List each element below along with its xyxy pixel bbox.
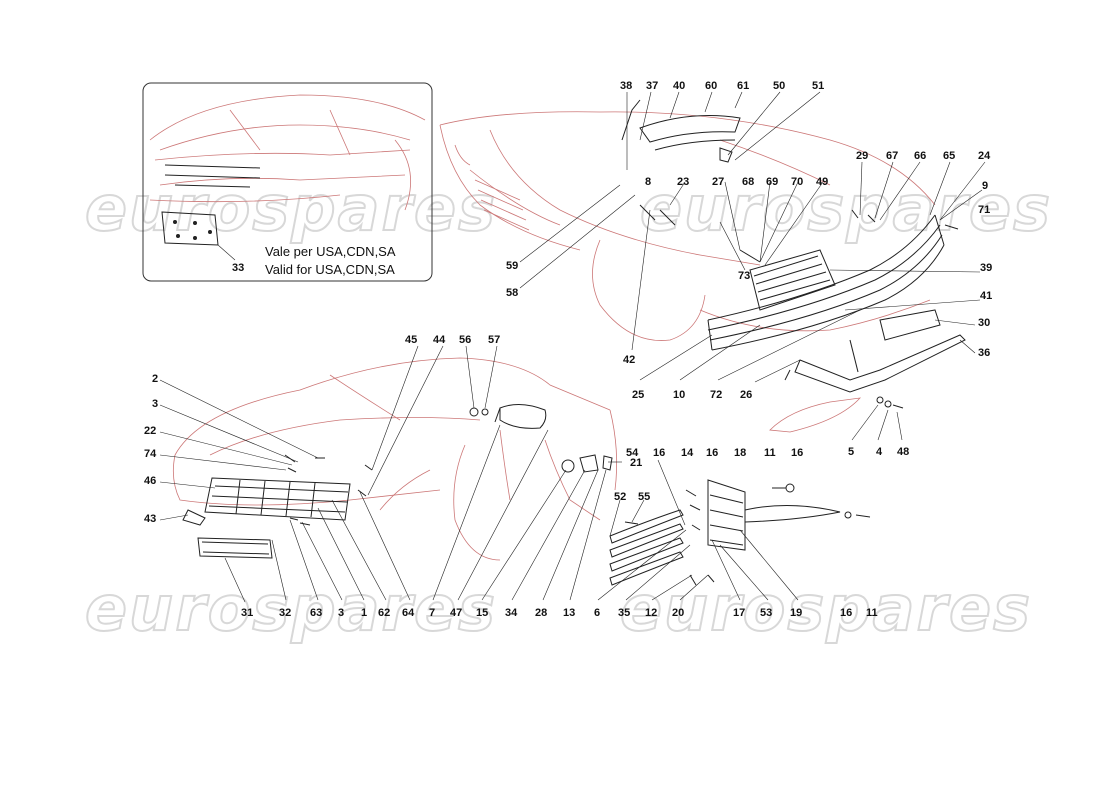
callout-62: 62 — [378, 607, 390, 619]
callout-11-a: 11 — [764, 447, 776, 459]
callout-47: 47 — [450, 607, 462, 619]
callout-67: 67 — [886, 150, 898, 162]
callout-65: 65 — [943, 150, 955, 162]
callout-23: 23 — [677, 176, 689, 188]
rear-lower-trims — [769, 309, 966, 433]
callout-40: 40 — [673, 80, 685, 92]
callout-48: 48 — [897, 446, 909, 458]
callout-35: 35 — [618, 607, 630, 619]
callout-50: 50 — [773, 80, 785, 92]
callout-36: 36 — [978, 347, 990, 359]
callout-11-b: 11 — [866, 607, 878, 619]
callout-16-b: 16 — [706, 447, 718, 459]
callout-59: 59 — [506, 260, 518, 272]
callout-3-lower: 3 — [338, 607, 344, 619]
rear-bumper-assembly — [639, 204, 959, 351]
callout-33: 33 — [232, 262, 244, 274]
callout-5: 5 — [848, 446, 854, 458]
inset-car-front-drawing — [149, 94, 426, 211]
callout-30: 30 — [978, 317, 990, 329]
callout-45: 45 — [405, 334, 417, 346]
callout-41: 41 — [980, 290, 992, 302]
callout-42: 42 — [623, 354, 635, 366]
callout-21: 21 — [630, 457, 642, 469]
callout-53: 53 — [760, 607, 772, 619]
callout-1: 1 — [361, 607, 367, 619]
callout-49: 49 — [816, 176, 828, 188]
callout-54: 54 — [626, 447, 639, 459]
validity-note-it: Vale per USA,CDN,SA — [265, 244, 396, 259]
callout-29: 29 — [856, 150, 868, 162]
callout-14: 14 — [681, 447, 694, 459]
callout-61: 61 — [737, 80, 749, 92]
callout-56: 56 — [459, 334, 471, 346]
callout-20: 20 — [672, 607, 684, 619]
front-grille — [182, 454, 373, 559]
watermark-top-left: eurospares — [85, 172, 497, 245]
callout-10: 10 — [673, 389, 685, 401]
callouts: 38 37 40 60 61 50 51 59 58 8 23 27 68 69… — [144, 80, 992, 619]
callout-60: 60 — [705, 80, 717, 92]
callout-34: 34 — [505, 607, 518, 619]
callout-18: 18 — [734, 447, 746, 459]
rear-spoiler — [621, 99, 741, 163]
callout-70: 70 — [791, 176, 803, 188]
callout-4: 4 — [876, 446, 883, 458]
inset-panel: 33 Vale per USA,CDN,SA Valid for USA,CDN… — [142, 82, 433, 282]
callout-2: 2 — [152, 373, 158, 385]
front-small-parts — [561, 454, 613, 473]
callout-12: 12 — [645, 607, 657, 619]
callout-7: 7 — [429, 607, 435, 619]
front-car-outline — [172, 357, 618, 561]
callout-43: 43 — [144, 513, 156, 525]
callout-37: 37 — [646, 80, 658, 92]
callout-63: 63 — [310, 607, 322, 619]
callout-69: 69 — [766, 176, 778, 188]
callout-15: 15 — [476, 607, 488, 619]
callout-3-upper: 3 — [152, 398, 158, 410]
callout-28: 28 — [535, 607, 547, 619]
callout-68: 68 — [742, 176, 754, 188]
leader-lines — [159, 91, 986, 603]
side-louvre-assembly — [609, 479, 871, 586]
callout-8: 8 — [645, 176, 651, 188]
callout-27: 27 — [712, 176, 724, 188]
callout-17: 17 — [733, 607, 745, 619]
watermark-bottom-left: eurospares — [85, 572, 497, 645]
callout-16-c: 16 — [791, 447, 803, 459]
callout-73: 73 — [738, 270, 750, 282]
callout-38: 38 — [620, 80, 632, 92]
callout-58: 58 — [506, 287, 518, 299]
callout-26: 26 — [740, 389, 752, 401]
watermark-bottom-right: eurospares — [620, 572, 1032, 645]
callout-22: 22 — [144, 425, 156, 437]
callout-71: 71 — [978, 204, 990, 216]
callout-6: 6 — [594, 607, 600, 619]
callout-51: 51 — [812, 80, 824, 92]
callout-13: 13 — [563, 607, 575, 619]
callout-25: 25 — [632, 389, 644, 401]
callout-52: 52 — [614, 491, 626, 503]
callout-9: 9 — [982, 180, 988, 192]
side-mirror — [469, 404, 547, 429]
callout-74: 74 — [144, 448, 157, 460]
callout-31: 31 — [241, 607, 253, 619]
callout-24: 24 — [978, 150, 991, 162]
callout-32: 32 — [279, 607, 291, 619]
callout-72: 72 — [710, 389, 722, 401]
callout-39: 39 — [980, 262, 992, 274]
callout-19: 19 — [790, 607, 802, 619]
callout-46: 46 — [144, 475, 156, 487]
watermark-top-right: eurospares — [640, 172, 1052, 245]
callout-64: 64 — [402, 607, 415, 619]
callout-16-d: 16 — [840, 607, 852, 619]
rear-car-outline — [439, 111, 936, 341]
validity-note-en: Valid for USA,CDN,SA — [265, 262, 395, 277]
callout-55: 55 — [638, 491, 650, 503]
callout-66: 66 — [914, 150, 926, 162]
callout-16-a: 16 — [653, 447, 665, 459]
callout-44: 44 — [433, 334, 446, 346]
callout-57: 57 — [488, 334, 500, 346]
